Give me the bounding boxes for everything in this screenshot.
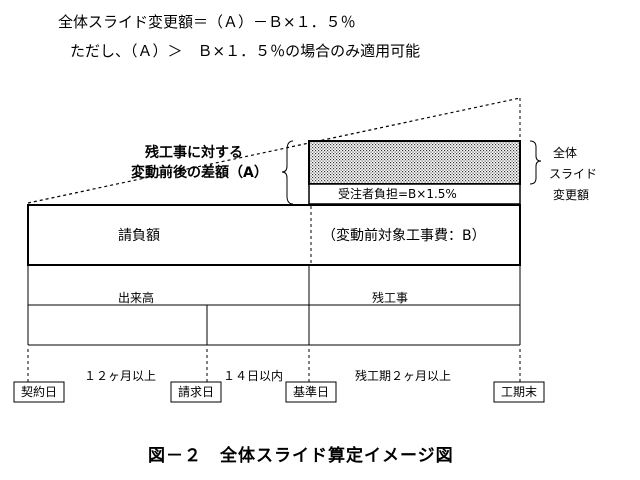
completed-work-label: 出来高	[118, 291, 155, 305]
figure-caption: 図－２ 全体スライド算定イメージ図	[148, 446, 454, 466]
slide-label-1: 全体	[553, 146, 578, 160]
slide-amount-box	[308, 140, 521, 185]
base-cost-label: （変動前対象工事費：B）	[322, 228, 486, 244]
difference-label-line1: 残工事に対する	[145, 145, 243, 161]
contract-amount-label: 請負額	[118, 228, 160, 244]
milestone-end-date: 工期末	[501, 385, 538, 399]
milestone-base-box	[285, 381, 337, 403]
contract-amount-box	[27, 204, 521, 266]
difference-brace	[281, 140, 294, 205]
milestone-contract-box	[13, 381, 65, 403]
slide-brace	[529, 140, 542, 185]
period-14-days: １４日以内	[223, 369, 284, 383]
slide-label-2: スライド	[549, 167, 598, 181]
slide-label-3: 変更額	[553, 188, 590, 202]
period-remaining: 残工期２ヶ月以上	[355, 369, 452, 383]
milestone-claim-date: 請求日	[178, 385, 215, 399]
period-12-months: １２ヶ月以上	[84, 369, 157, 383]
contractor-burden-label: 受注者負担=B×1.5%	[338, 187, 457, 201]
milestone-base-date: 基準日	[293, 385, 330, 399]
condition-line: ただし、（Ａ）＞ Ｂ×１．５％の場合のみ適用可能	[70, 42, 421, 60]
milestone-claim-box	[170, 381, 222, 403]
remaining-work-label: 残工事	[372, 291, 409, 305]
milestone-contract-date: 契約日	[21, 385, 58, 399]
difference-label-line2: 変動前後の差額（A）	[131, 165, 268, 181]
milestone-end-box	[493, 381, 545, 403]
formula-line: 全体スライド変更額＝（Ａ）－Ｂ×１．５％	[58, 13, 356, 31]
